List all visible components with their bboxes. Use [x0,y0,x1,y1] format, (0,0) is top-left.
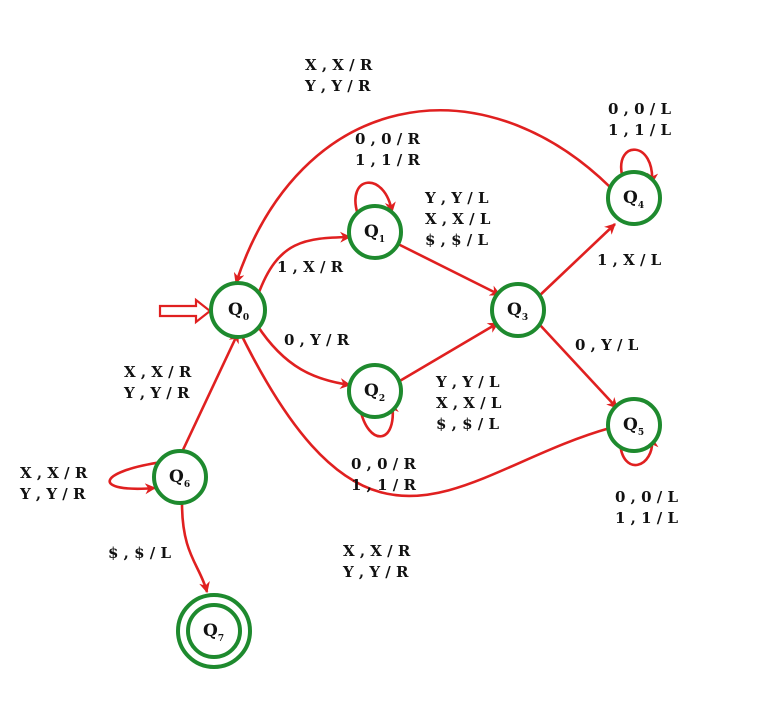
edge-q5-self [618,436,659,467]
edge-q2-self [358,401,399,438]
state-q5-label: Q5 [623,415,644,438]
transition-label-q0-q2: 0 , Y / R [284,331,350,349]
edge-q5-q0 [236,327,611,498]
transition-label-q6-self: X , X / R Y , Y / R [19,464,93,503]
state-q2-circle [347,363,403,419]
transition-label-q1-self: 0 , 0 / R 1 , 1 / R [355,130,425,169]
edge-q6-q7 [180,502,210,594]
transition-label-q2-q3: Y , Y / L X , X / L $ , $ / L [435,373,507,433]
edge-q6-self [108,460,163,495]
states [152,170,662,669]
edge-q0-q2 [255,324,352,390]
edge-q0-q1 [256,231,352,296]
edge-q3-q4 [537,223,616,298]
state-q0-circle [209,281,267,339]
transition-label-q2-self: 0 , 0 / R 1 , 1 / R [351,455,421,494]
state-q1-circle [347,204,403,260]
transition-label-q0-q1: 1 , X / R [277,258,344,276]
transition-label-q6-q0: X , X / R Y , Y / R [123,363,197,402]
state-q7-inner-circle [186,603,242,659]
start-arrow-icon [158,297,212,325]
state-q3-label: Q3 [507,300,528,323]
edge-q2-q3 [397,321,499,384]
state-q4-circle [606,170,662,226]
state-q1-label: Q1 [364,222,385,245]
state-q6-label: Q6 [169,467,190,490]
transition-label-q4-q0: X , X / R Y , Y / R [304,56,378,95]
transition-label-q3-q4: 1 , X / L [597,251,662,269]
transition-label-q5-q0: X , X / R Y , Y / R [342,542,416,581]
state-q0-label: Q0 [228,300,249,323]
transition-label-q4-self: 0 , 0 / L 1 , 1 / L [608,100,676,139]
edge-q3-q5 [539,324,618,409]
transition-label-q5-self: 0 , 0 / L 1 , 1 / L [615,488,683,527]
edge-q6-q0 [180,332,240,453]
state-q3-circle [490,282,546,338]
state-q6-circle [152,449,208,505]
transition-label-q3-q5: 0 , Y / L [575,336,639,354]
state-q2-label: Q2 [364,381,385,404]
state-q7-label: Q7 [203,621,224,644]
transition-edges [108,109,659,594]
edge-q1-q3 [397,242,501,297]
edge-q4-self [619,148,659,185]
state-q4-label: Q4 [623,188,644,211]
transition-label-q6-q7: $ , $ / L [108,544,171,562]
transition-label-q1-q3: Y , Y / L X , X / L $ , $ / L [424,189,496,249]
state-q5-circle [606,397,662,453]
edge-q1-self [354,181,396,216]
edge-q4-q0 [233,109,611,285]
